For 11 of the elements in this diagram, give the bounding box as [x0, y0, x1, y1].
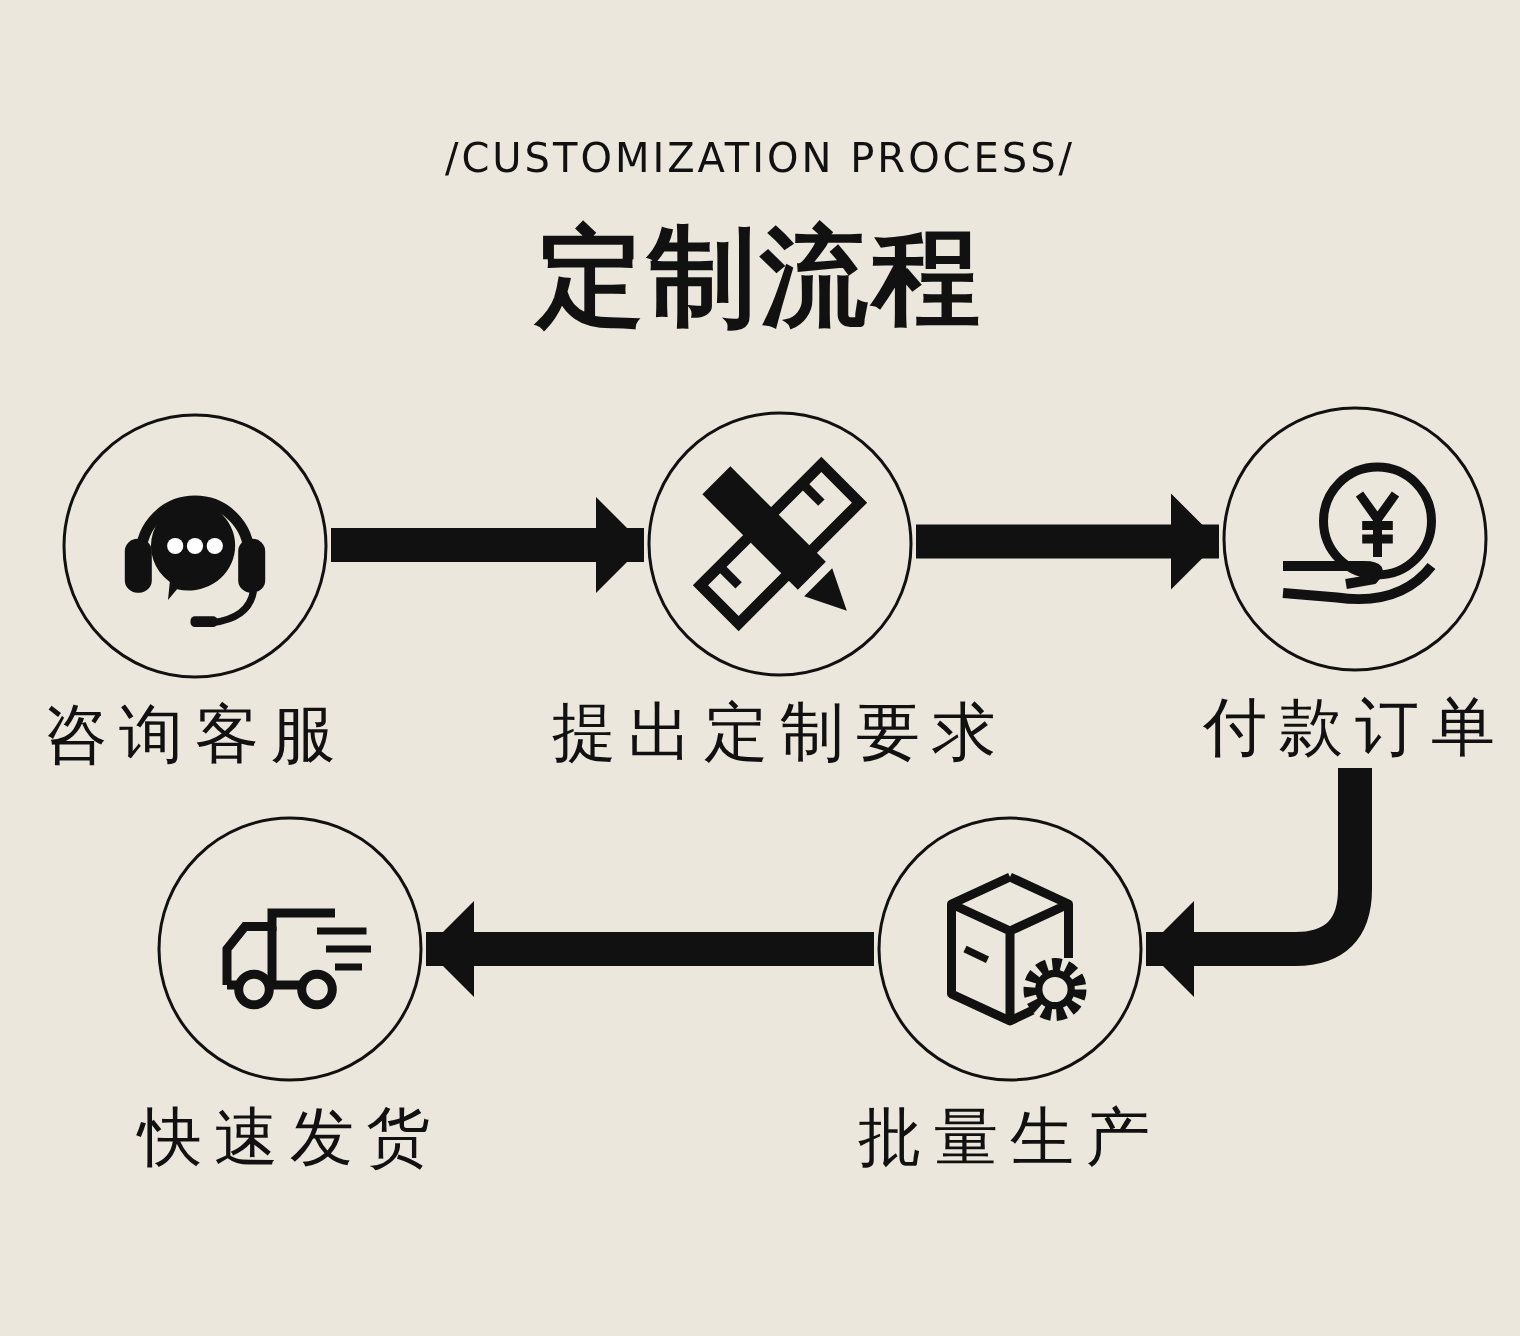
arrow	[426, 901, 874, 997]
arrow	[331, 497, 644, 593]
title: 定制流程	[533, 213, 985, 341]
step-label: 咨询客服	[42, 698, 348, 772]
step-label: 提出定制要求	[551, 696, 1009, 770]
step-label: 批量生产	[857, 1101, 1163, 1175]
step-label: 付款订单	[1202, 691, 1508, 765]
arrow	[1146, 768, 1372, 997]
step-label: 快速发货	[135, 1101, 443, 1175]
subtitle: /CUSTOMIZATION PROCESS/	[443, 135, 1077, 181]
arrow	[916, 493, 1219, 590]
